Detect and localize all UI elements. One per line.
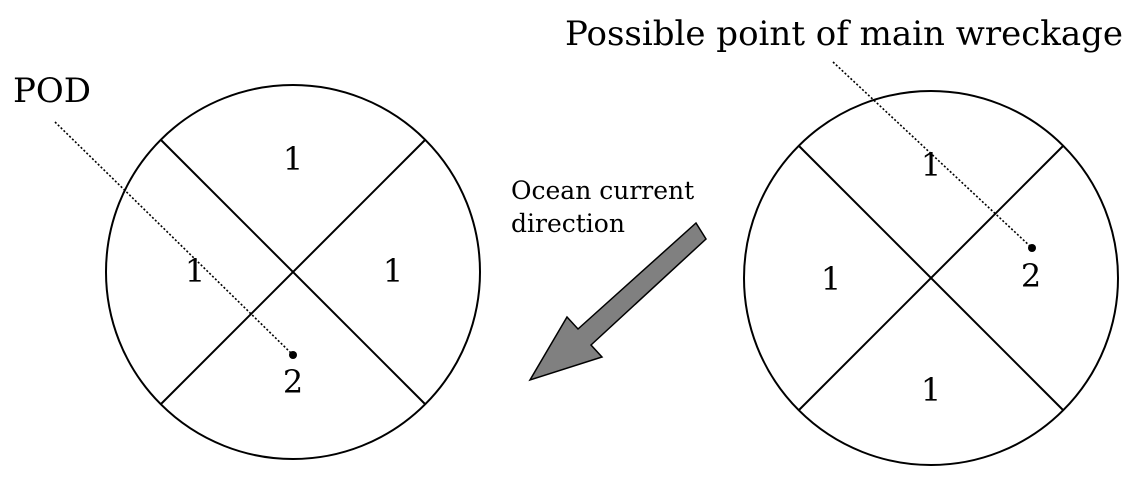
- right-circle-divider-2: [798, 145, 1064, 411]
- right-sector-bottom: 1: [921, 371, 941, 409]
- right-sector-right: 2: [1021, 257, 1041, 295]
- left-sector-right: 1: [383, 252, 403, 290]
- left-circle-outline: [105, 84, 481, 460]
- ocean-current-arrow-icon: [528, 221, 707, 382]
- left-search-circle: 1 1 1 2: [54, 84, 481, 460]
- right-circle-outline: [743, 90, 1119, 466]
- ocean-current-label-line2: direction: [511, 209, 625, 238]
- main-wreckage-leader-line: [832, 61, 1033, 249]
- left-sector-top: 1: [283, 140, 303, 178]
- left-circle-divider-2: [160, 139, 426, 405]
- left-sector-left: 1: [185, 252, 205, 290]
- right-search-circle: 1 1 2 1: [743, 61, 1119, 466]
- main-wreckage-label: Possible point of main wreckage: [565, 14, 1123, 54]
- left-sector-bottom: 2: [283, 363, 303, 401]
- pod-leader-line: [54, 121, 294, 356]
- right-sector-top: 1: [921, 146, 941, 184]
- pod-label: POD: [13, 71, 91, 111]
- ocean-current-label-line1: Ocean current: [511, 176, 694, 205]
- right-sector-left: 1: [821, 260, 841, 298]
